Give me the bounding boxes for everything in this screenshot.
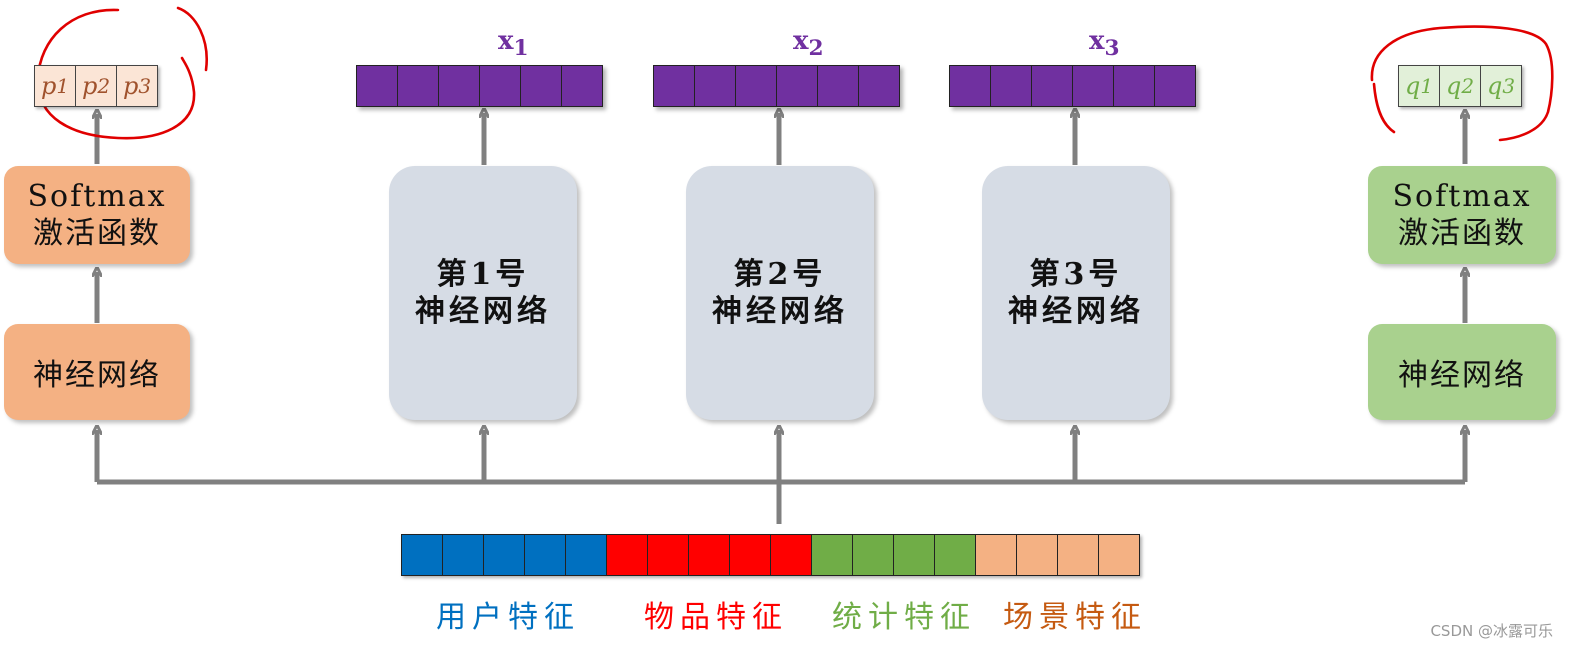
right-softmax-box: Softmax 激活函数: [1368, 166, 1556, 264]
right-nn-box: 神经网络: [1368, 324, 1556, 420]
feature-cell: [1057, 534, 1099, 576]
left-nn-box: 神经网络: [4, 324, 190, 420]
feature-cell: [401, 534, 443, 576]
left-softmax-box: Softmax 激活函数: [4, 166, 190, 264]
stat-feature-label: 统计特征: [832, 600, 976, 635]
feature-cell: [729, 534, 771, 576]
feature-cell: [811, 534, 853, 576]
nn-label: 神经网络: [1398, 358, 1526, 393]
x1-label: x1: [498, 26, 529, 62]
feature-cell: [893, 534, 935, 576]
expert-2-title: 第2号: [733, 256, 827, 292]
left-annotation-circle: [36, 6, 208, 140]
feature-cell: [852, 534, 894, 576]
feature-cell: [770, 534, 812, 576]
feature-cell: [647, 534, 689, 576]
feature-cell: [442, 534, 484, 576]
expert-2-box: 第2号 神经网络: [686, 166, 874, 420]
expert-2-subtitle: 神经网络: [712, 294, 848, 329]
expert-3-title: 第3号: [1029, 256, 1123, 292]
feature-cell: [524, 534, 566, 576]
input-feature-vector: [401, 534, 1140, 576]
expert-1-title: 第1号: [436, 256, 530, 292]
connector-arrows: [97, 113, 1465, 524]
feature-cell: [688, 534, 730, 576]
feature-cell: [606, 534, 648, 576]
expert-3-subtitle: 神经网络: [1008, 294, 1144, 329]
expert-1-subtitle: 神经网络: [415, 294, 551, 329]
feature-cell: [565, 534, 607, 576]
x3-label: x3: [1089, 26, 1120, 62]
x2-vector: [653, 65, 900, 107]
watermark: CSDN @冰露可乐: [1430, 622, 1553, 640]
activation-label: 激活函数: [1398, 216, 1526, 251]
scene-feature-label: 场景特征: [1003, 600, 1147, 635]
softmax-label: Softmax: [27, 178, 167, 214]
item-feature-label: 物品特征: [644, 600, 788, 635]
x3-vector: [949, 65, 1196, 107]
feature-cell: [483, 534, 525, 576]
x1-vector: [356, 65, 603, 107]
user-feature-label: 用户特征: [436, 600, 580, 635]
activation-label: 激活函数: [33, 216, 161, 251]
x2-label: x2: [793, 26, 824, 62]
softmax-label: Softmax: [1392, 178, 1532, 214]
nn-label: 神经网络: [33, 358, 161, 393]
feature-cell: [1098, 534, 1140, 576]
feature-cell: [934, 534, 976, 576]
feature-cell: [975, 534, 1017, 576]
right-annotation-circle: [1370, 25, 1554, 142]
expert-3-box: 第3号 神经网络: [982, 166, 1170, 420]
expert-1-box: 第1号 神经网络: [389, 166, 577, 420]
feature-cell: [1016, 534, 1058, 576]
